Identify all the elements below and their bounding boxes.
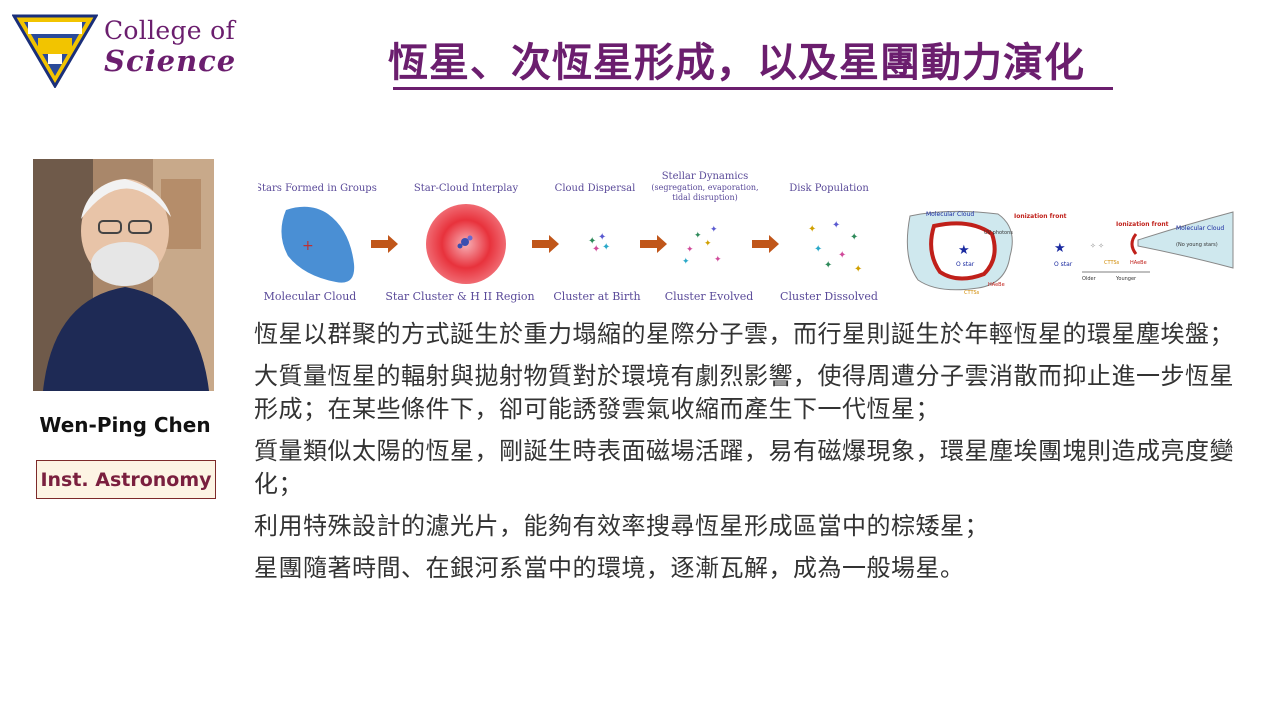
bullet-item: 大質量恆星的輻射與拋射物質對於環境有劇烈影響，使得周遭分子雲消散而抑止進一步恆星…	[254, 362, 1234, 423]
stage-label-bottom-5: Cluster Dissolved	[780, 290, 878, 303]
star-marker-icon: +	[302, 238, 314, 254]
svg-text:✦: ✦	[832, 220, 840, 231]
stage-label-top-3: Cloud Dispersal	[555, 183, 636, 194]
o-star-mid-label: O star	[1054, 261, 1073, 268]
stage-label-top-5: Disk Population	[789, 183, 869, 194]
older-label: Older	[1082, 276, 1097, 282]
stage-label-bottom-1: Molecular Cloud	[264, 290, 357, 303]
svg-text:✦: ✦	[824, 260, 832, 271]
ionization-ring-shape	[929, 221, 997, 281]
ionization-front-right-label: Ionization front	[1116, 221, 1169, 228]
svg-text:✦: ✦	[854, 264, 862, 275]
svg-text:✦: ✦	[694, 231, 702, 241]
stage-label-bottom-4: Cluster Evolved	[665, 290, 754, 303]
cttss-mid-label: CTTSs	[1104, 260, 1120, 266]
svg-text:✦: ✦	[838, 250, 846, 261]
svg-text:✦: ✦	[592, 244, 600, 255]
institute-badge: Inst. Astronomy	[36, 460, 216, 499]
right-cloud-shape	[1137, 211, 1234, 269]
stage-label-bottom-3: Cluster at Birth	[553, 290, 640, 303]
stage-label-top-4: Stellar Dynamics	[662, 171, 749, 182]
cluster-birth-stars: ✦ ✦ ✦ ✦	[588, 232, 610, 255]
page-title: 恆星、次恆星形成，以及星團動力演化	[388, 40, 1085, 86]
cttss-left-label: CTTSs	[964, 290, 980, 296]
uv-photons-label: UV photons	[984, 230, 1013, 236]
svg-text:✦: ✦	[588, 236, 596, 247]
college-line2: Science	[104, 44, 237, 78]
bullet-item: 恆星以群聚的方式誕生於重力塌縮的星際分子雲，而行星則誕生於年輕恆星的環星塵埃盤；	[254, 320, 1234, 348]
svg-text:✦: ✦	[682, 257, 690, 267]
university-emblem-icon	[12, 14, 98, 88]
arrow-icon	[752, 235, 779, 253]
bullet-item: 利用特殊設計的濾光片，能夠有效率搜尋恆星形成區當中的棕矮星；	[254, 512, 989, 540]
svg-text:✦: ✦	[598, 232, 606, 243]
o-star-icon: ★	[958, 243, 970, 258]
young-stars-icon: ✧ ✧	[1090, 242, 1104, 250]
profile-photo	[33, 159, 214, 391]
molecular-cloud-shape	[281, 206, 355, 283]
stage-label-top-2: Star-Cloud Interplay	[414, 183, 519, 194]
svg-text:✦: ✦	[686, 245, 694, 255]
svg-text:✦: ✦	[808, 224, 816, 235]
college-logo: College of Science	[12, 14, 235, 92]
ionization-front-left-label: Ionization front	[1014, 213, 1067, 220]
svg-text:✦: ✦	[602, 242, 610, 253]
person-name: Wen-Ping Chen	[39, 413, 211, 437]
haebe-left-label: HAeBe	[988, 282, 1005, 288]
cluster-evolved-stars: ✦ ✦ ✦ ✦ ✦ ✦	[682, 225, 722, 267]
svg-text:✦: ✦	[814, 244, 822, 255]
no-young-stars-label: (No young stars)	[1176, 242, 1218, 248]
cluster-dissolved-stars: ✦ ✦ ✦ ✦ ✦ ✦ ✦	[808, 220, 862, 275]
svg-text:✦: ✦	[850, 232, 858, 243]
svg-text:✦: ✦	[714, 255, 722, 265]
o-star-left-label: O star	[956, 261, 975, 268]
stage-label-top-1: Stars Formed in Groups	[258, 183, 377, 194]
arrow-icon	[532, 235, 559, 253]
stage-label-top-4-sub1: (segregation, evaporation,	[651, 183, 758, 192]
title-underline	[393, 87, 1113, 90]
svg-text:✦: ✦	[704, 239, 712, 249]
bullet-item: 星團隨著時間、在銀河系當中的環境，逐漸瓦解，成為一般場星。	[254, 554, 965, 582]
star-formation-diagram: Stars Formed in Groups Star-Cloud Interp…	[255, 168, 1238, 308]
o-star-mid-icon: ★	[1054, 241, 1066, 256]
younger-label: Younger	[1115, 276, 1137, 282]
bullet-item: 質量類似太陽的恆星，剛誕生時表面磁場活躍，易有磁爆現象，環星塵埃團塊則造成亮度變…	[254, 437, 1234, 498]
stage-label-top-4-sub2: tidal disruption)	[672, 193, 738, 202]
bullet-list: 恆星以群聚的方式誕生於重力塌縮的星際分子雲，而行星則誕生於年輕恆星的環星塵埃盤；…	[254, 318, 1254, 594]
stage-label-bottom-2: Star Cluster & H II Region	[385, 290, 534, 303]
arrow-icon	[371, 235, 398, 253]
haebe-mid-label: HAeBe	[1130, 260, 1147, 266]
molecular-cloud-left-label: Molecular Cloud	[926, 211, 974, 218]
college-line1: College of	[104, 16, 236, 45]
svg-text:✦: ✦	[710, 225, 718, 235]
molecular-cloud-right-label: Molecular Cloud	[1176, 225, 1224, 232]
arrow-icon	[640, 235, 667, 253]
ionization-front-right-shape	[1130, 233, 1138, 255]
